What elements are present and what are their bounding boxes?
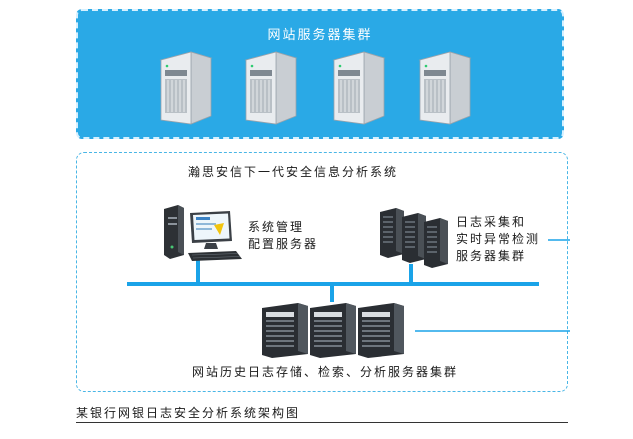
- collector-cluster-label-line2: 实时异常检测: [456, 232, 541, 246]
- storage-cluster-label: 网站历史日志存储、检索、分析服务器集群: [192, 365, 459, 379]
- management-server-label: 系统管理 配置服务器: [248, 219, 318, 253]
- workstation-icon: [164, 205, 242, 261]
- web-server-cluster-panel: [76, 9, 564, 139]
- web-server-icon: [244, 51, 298, 125]
- analysis-system-title: 瀚思安信下一代安全信息分析系统: [188, 165, 399, 179]
- figure-caption: 某银行网银日志安全分析系统架构图: [76, 406, 301, 420]
- collector-cluster-label-line1: 日志采集和: [456, 215, 527, 229]
- web-server-icon: [159, 51, 213, 125]
- management-server-label-line1: 系统管理: [248, 220, 305, 234]
- management-server-label-line2: 配置服务器: [248, 237, 319, 251]
- collector-server-cluster-icon: [380, 208, 448, 268]
- collector-cluster-label-line3: 服务器集群: [456, 249, 527, 263]
- web-server-icon: [418, 51, 472, 125]
- web-server-cluster-title: 网站服务器集群: [267, 28, 373, 43]
- caption-divider: [76, 422, 568, 423]
- storage-server-cluster-icon: [262, 303, 404, 358]
- collector-cluster-label: 日志采集和 实时异常检测 服务器集群: [456, 214, 540, 265]
- web-server-icon: [332, 51, 386, 125]
